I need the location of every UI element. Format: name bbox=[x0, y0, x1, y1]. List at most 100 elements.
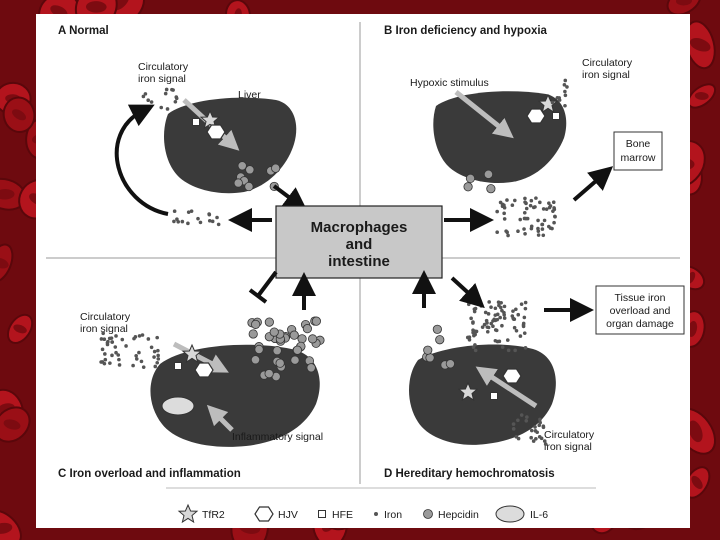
hepcidin-dot bbox=[248, 329, 258, 339]
iron-dot bbox=[495, 317, 500, 322]
iron-dot bbox=[523, 196, 527, 201]
legend-tfr2-icon bbox=[178, 504, 198, 523]
center-box-line-1: Macrophages bbox=[311, 219, 408, 236]
iron-dot bbox=[495, 209, 499, 214]
iron-dot bbox=[523, 345, 528, 350]
iron-dot bbox=[155, 360, 160, 365]
iron-dot bbox=[547, 205, 552, 210]
iron-dot bbox=[486, 325, 491, 330]
hepcidin-dot bbox=[306, 363, 316, 373]
panel-c-hepcidin-dots bbox=[247, 316, 325, 382]
iron-dot bbox=[497, 303, 501, 308]
hepcidin-dot bbox=[308, 334, 318, 344]
bone-marrow-box bbox=[613, 131, 663, 171]
iron-dot bbox=[516, 418, 520, 423]
iron-dot bbox=[153, 364, 158, 369]
legend-iron-icon bbox=[374, 512, 378, 516]
iron-dot bbox=[117, 357, 121, 362]
iron-dot bbox=[102, 361, 107, 366]
iron-dot bbox=[563, 93, 568, 98]
iron-dot bbox=[489, 305, 493, 309]
legend-il6-label: IL-6 bbox=[530, 509, 548, 521]
iron-dot bbox=[471, 321, 475, 325]
iron-dot bbox=[502, 203, 506, 208]
tissue-line-1: Tissue iron bbox=[615, 292, 666, 304]
iron-dot bbox=[472, 309, 477, 314]
iron-dot bbox=[108, 361, 112, 365]
iron-dot bbox=[472, 333, 476, 338]
iron-dot bbox=[110, 353, 114, 358]
iron-dot bbox=[172, 219, 176, 224]
iron-dot bbox=[513, 198, 517, 203]
red-blood-cell-center bbox=[0, 522, 13, 534]
iron-dot bbox=[186, 210, 191, 214]
hepcidin-dot bbox=[269, 327, 279, 337]
iron-dot bbox=[516, 229, 520, 234]
hepcidin-dot bbox=[254, 344, 264, 355]
hepcidin-dot bbox=[237, 161, 247, 171]
iron-dot bbox=[124, 344, 128, 348]
hjv-hexagon-b bbox=[526, 108, 546, 124]
iron-dot bbox=[109, 336, 114, 340]
hepcidin-dot bbox=[302, 324, 312, 334]
iron-dot bbox=[505, 230, 509, 235]
iron-dot bbox=[542, 439, 547, 443]
iron-dot bbox=[483, 310, 488, 315]
iron-dot bbox=[544, 207, 549, 211]
iron-dot bbox=[516, 312, 521, 317]
panel-b-hypoxic-label: Hypoxic stimulus bbox=[410, 77, 489, 89]
panel-d-circulatory-1: Circulatory bbox=[544, 429, 595, 441]
iron-dot bbox=[551, 209, 555, 213]
iron-dot bbox=[114, 334, 118, 338]
panel-a-arrow-to-box bbox=[272, 184, 308, 212]
hepcidin-dot bbox=[264, 317, 274, 327]
iron-dot bbox=[116, 353, 121, 357]
iron-dot bbox=[120, 337, 125, 342]
hepcidin-dot bbox=[297, 334, 307, 344]
panel-c-title: C Iron overload and inflammation bbox=[58, 468, 241, 480]
legend-hepcidin-label: Hepcidin bbox=[438, 509, 479, 521]
iron-dot bbox=[519, 302, 524, 306]
iron-dot bbox=[552, 220, 556, 225]
panel-a-iron-dots bbox=[141, 87, 221, 227]
panel-a-title: A Normal bbox=[58, 25, 109, 37]
iron-dot bbox=[542, 218, 547, 223]
iron-dot bbox=[110, 340, 114, 344]
iron-dot bbox=[146, 337, 151, 341]
iron-dot bbox=[525, 415, 529, 419]
red-blood-cell-center bbox=[85, 1, 107, 13]
iron-dot bbox=[207, 218, 212, 223]
iron-dot bbox=[491, 324, 495, 329]
iron-dot bbox=[529, 198, 534, 203]
panel-d-title: D Hereditary hemochromatosis bbox=[384, 468, 555, 480]
iron-dot bbox=[196, 216, 200, 221]
iron-dot bbox=[139, 359, 144, 364]
iron-dot bbox=[480, 325, 485, 329]
hfe-square-b bbox=[552, 112, 560, 120]
panel-d-signal-arrow bbox=[475, 366, 538, 409]
iron-dot bbox=[466, 302, 471, 307]
panel-c-iron-dots bbox=[99, 331, 161, 369]
hfe-square-d bbox=[490, 392, 498, 400]
iron-dot bbox=[563, 89, 567, 94]
iron-dot bbox=[131, 363, 135, 368]
hepcidin-dot bbox=[290, 355, 300, 365]
iron-dot bbox=[553, 214, 557, 219]
iron-dot bbox=[173, 99, 178, 104]
iron-dot bbox=[510, 203, 515, 208]
iron-dot bbox=[100, 347, 105, 352]
hepcidin-dot bbox=[432, 324, 442, 334]
iron-dot bbox=[563, 103, 567, 108]
iron-dot bbox=[522, 210, 527, 215]
iron-dot bbox=[524, 206, 529, 211]
red-blood-cell-center bbox=[675, 0, 692, 6]
iron-dot bbox=[538, 200, 542, 205]
iron-dot bbox=[170, 87, 174, 92]
hepcidin-dot bbox=[463, 182, 473, 192]
hepcidin-dot bbox=[272, 346, 282, 356]
iron-dot bbox=[484, 318, 489, 323]
panel-b-hepcidin-dots bbox=[463, 169, 496, 194]
iron-dot bbox=[137, 350, 141, 355]
center-box-line-3: intestine bbox=[328, 253, 390, 270]
iron-dot bbox=[519, 413, 524, 417]
